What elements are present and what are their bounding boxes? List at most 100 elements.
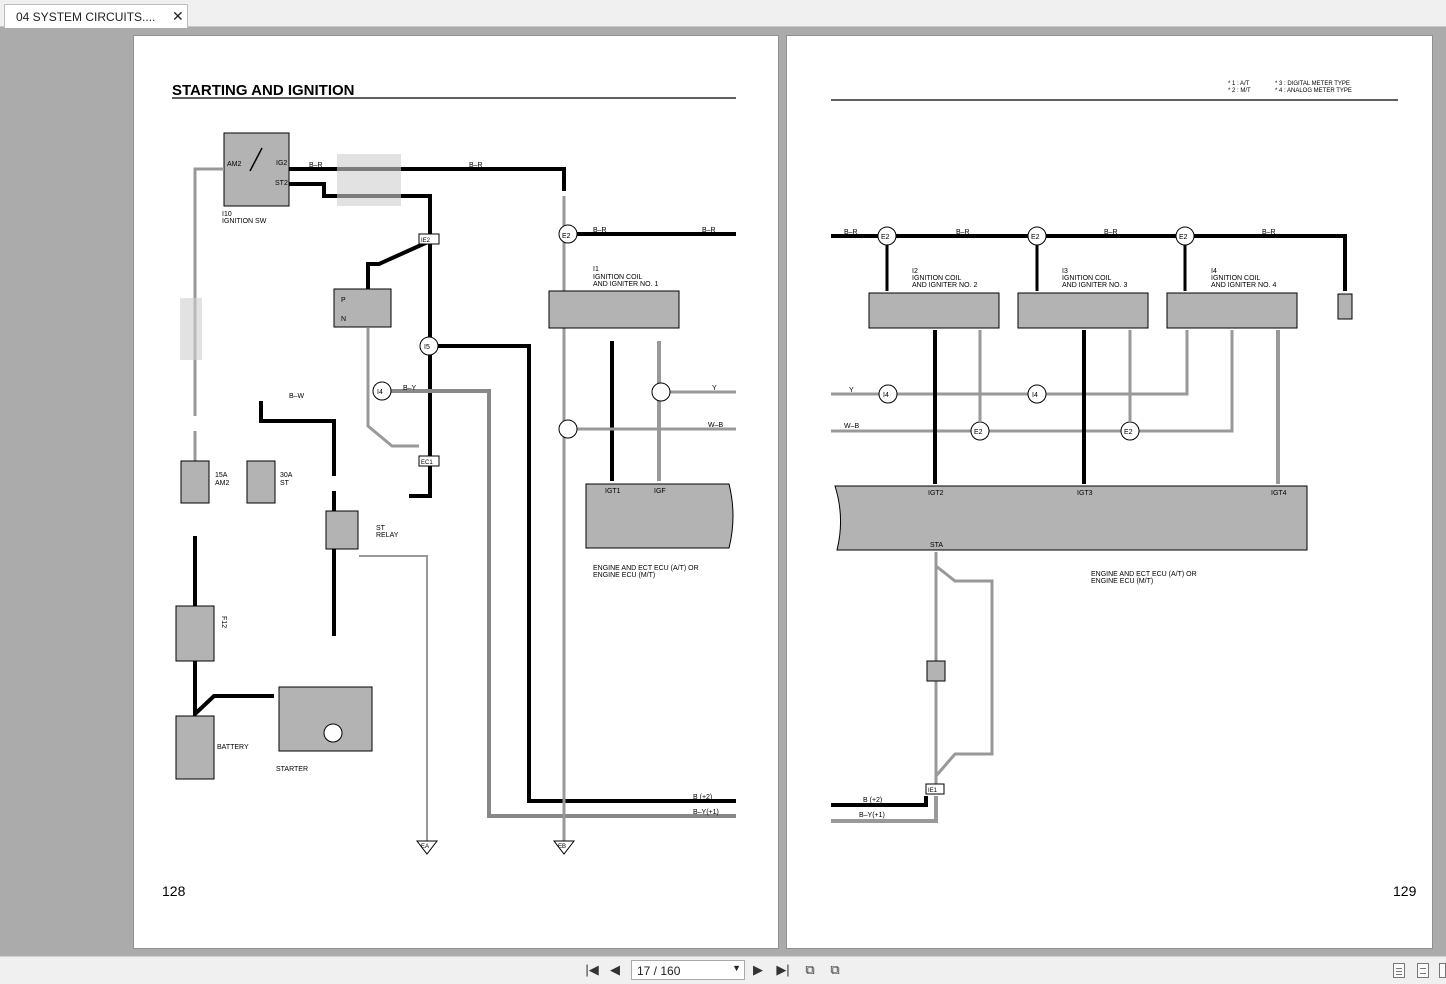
svg-text:B (+2): B (+2)	[863, 797, 882, 804]
navigation-toolbar: |◀ ◀ 17 / 160 ▼ ▶ ▶| ⧉ ⧉	[0, 956, 1446, 984]
svg-text:Y: Y	[849, 387, 854, 394]
svg-text:E2: E2	[974, 429, 983, 436]
svg-text:* 1 : A/T: * 1 : A/T	[1228, 81, 1250, 87]
svg-text:ENGINE AND ECT ECU (A/T) OR: ENGINE AND ECT ECU (A/T) OR	[593, 565, 699, 572]
last-page-icon[interactable]: ▶|	[776, 962, 790, 977]
svg-text:I4: I4	[1032, 392, 1038, 399]
label-am2: AM2	[227, 161, 242, 168]
svg-text:E2: E2	[1031, 234, 1040, 241]
svg-text:B–R: B–R	[1104, 229, 1118, 236]
wiring-diagram-129: * 1 : A/T * 2 : M/T * 3 : DIGITAL METER …	[831, 81, 1417, 899]
svg-text:B–Y: B–Y	[403, 385, 417, 392]
svg-text:I3: I3	[1062, 268, 1068, 275]
svg-text:B–Y(+1): B–Y(+1)	[859, 812, 885, 819]
svg-text:B–R: B–R	[469, 162, 483, 169]
svg-text:W–B: W–B	[844, 423, 860, 430]
svg-text:IGNITION COIL: IGNITION COIL	[1211, 275, 1261, 282]
svg-text:IGNITION COIL: IGNITION COIL	[1062, 275, 1112, 282]
svg-text:I2: I2	[912, 268, 918, 275]
svg-text:* 4 : ANALOG METER TYPE: * 4 : ANALOG METER TYPE	[1275, 88, 1352, 94]
close-icon[interactable]: ✕	[172, 8, 184, 24]
svg-text:I5: I5	[424, 344, 430, 351]
svg-text:ENGINE AND ECT ECU (A/T) OR: ENGINE AND ECT ECU (A/T) OR	[1091, 571, 1197, 578]
page-128: STARTING AND IGNITION AM2 IG2 ST2 I10 IG…	[133, 35, 779, 949]
single-page-view-icon[interactable]	[1393, 963, 1405, 978]
tab-bar: 04 SYSTEM CIRCUITS.... ✕	[0, 0, 1446, 28]
svg-text:W–B: W–B	[708, 422, 724, 429]
svg-text:E2: E2	[881, 234, 890, 241]
svg-text:STA: STA	[930, 542, 943, 549]
svg-text:B–R: B–R	[702, 227, 716, 234]
page-129: * 1 : A/T * 2 : M/T * 3 : DIGITAL METER …	[786, 35, 1433, 949]
svg-text:30A: 30A	[280, 472, 293, 479]
svg-text:AND IGNITER NO. 2: AND IGNITER NO. 2	[912, 282, 977, 289]
back-view-icon[interactable]: ⧉	[805, 962, 815, 977]
label-ignition-sw: IGNITION SW	[222, 218, 267, 225]
facing-view-icon[interactable]	[1439, 963, 1446, 978]
svg-text:I1: I1	[593, 266, 599, 273]
label-starter: STARTER	[276, 766, 308, 773]
svg-text:B–W: B–W	[289, 393, 305, 400]
tab-title: 04 SYSTEM CIRCUITS....	[16, 10, 156, 24]
svg-text:I4: I4	[1211, 268, 1217, 275]
svg-text:ENGINE ECU (M/T): ENGINE ECU (M/T)	[593, 572, 655, 579]
svg-text:IGT2: IGT2	[928, 490, 944, 497]
document-tab[interactable]: 04 SYSTEM CIRCUITS.... ✕	[4, 4, 188, 28]
svg-text:IE2: IE2	[421, 238, 431, 244]
svg-text:B–R: B–R	[1262, 229, 1276, 236]
svg-text:IGNITION COIL: IGNITION COIL	[912, 275, 962, 282]
svg-text:15A: 15A	[215, 472, 228, 479]
svg-text:B–Y(+1): B–Y(+1)	[693, 809, 719, 816]
svg-text:* 2 : M/T: * 2 : M/T	[1228, 88, 1251, 94]
svg-text:EA: EA	[421, 844, 429, 850]
svg-text:IGT4: IGT4	[1271, 490, 1287, 497]
prev-page-icon[interactable]: ◀	[610, 962, 620, 977]
page-number-128: 128	[162, 883, 186, 899]
page-number-129: 129	[1393, 883, 1417, 899]
svg-text:E2: E2	[1179, 234, 1188, 241]
svg-text:IGNITION COIL: IGNITION COIL	[593, 274, 643, 281]
svg-text:E2: E2	[1124, 429, 1133, 436]
svg-text:E2: E2	[562, 233, 571, 240]
wiring-diagram-128: STARTING AND IGNITION AM2 IG2 ST2 I10 IG…	[162, 82, 736, 899]
page-value: 17 / 160	[637, 964, 681, 978]
page-select[interactable]: 17 / 160 ▼	[631, 960, 745, 980]
svg-text:EC1: EC1	[421, 460, 433, 466]
continuous-view-icon[interactable]	[1417, 963, 1429, 978]
first-page-icon[interactable]: |◀	[585, 962, 599, 977]
svg-text:ST: ST	[280, 480, 290, 487]
svg-text:I4: I4	[883, 392, 889, 399]
svg-text:EB: EB	[558, 844, 566, 850]
svg-text:AND IGNITER NO. 1: AND IGNITER NO. 1	[593, 281, 658, 288]
svg-text:P: P	[341, 297, 346, 304]
page-title: STARTING AND IGNITION	[172, 82, 355, 99]
svg-text:I4: I4	[377, 389, 383, 396]
svg-text:IGF: IGF	[654, 488, 666, 495]
svg-text:B–R: B–R	[844, 229, 858, 236]
svg-text:F12: F12	[220, 616, 227, 628]
svg-text:B–R: B–R	[593, 227, 607, 234]
svg-text:IG2: IG2	[276, 160, 287, 167]
svg-text:AND IGNITER NO. 4: AND IGNITER NO. 4	[1211, 282, 1276, 289]
svg-text:AM2: AM2	[215, 480, 230, 487]
svg-text:RELAY: RELAY	[376, 532, 399, 539]
svg-text:* 3 : DIGITAL METER TYPE: * 3 : DIGITAL METER TYPE	[1275, 81, 1350, 87]
svg-text:Y: Y	[712, 385, 717, 392]
document-viewer[interactable]: STARTING AND IGNITION AM2 IG2 ST2 I10 IG…	[0, 28, 1446, 956]
svg-text:N: N	[341, 316, 346, 323]
svg-text:ST2: ST2	[275, 180, 288, 187]
svg-text:IGT3: IGT3	[1077, 490, 1093, 497]
svg-text:ST: ST	[376, 525, 386, 532]
label-i10: I10	[222, 211, 232, 218]
svg-text:ENGINE ECU (M/T): ENGINE ECU (M/T)	[1091, 578, 1153, 585]
forward-view-icon[interactable]: ⧉	[830, 962, 840, 977]
svg-text:AND IGNITER NO. 3: AND IGNITER NO. 3	[1062, 282, 1127, 289]
label-battery: BATTERY	[217, 744, 249, 751]
svg-text:IGT1: IGT1	[605, 488, 621, 495]
chevron-down-icon: ▼	[732, 963, 741, 973]
svg-text:B–R: B–R	[956, 229, 970, 236]
svg-text:IE1: IE1	[928, 788, 938, 794]
svg-text:B (+2): B (+2)	[693, 794, 712, 801]
next-page-icon[interactable]: ▶	[753, 962, 763, 977]
svg-text:B–R: B–R	[309, 162, 323, 169]
